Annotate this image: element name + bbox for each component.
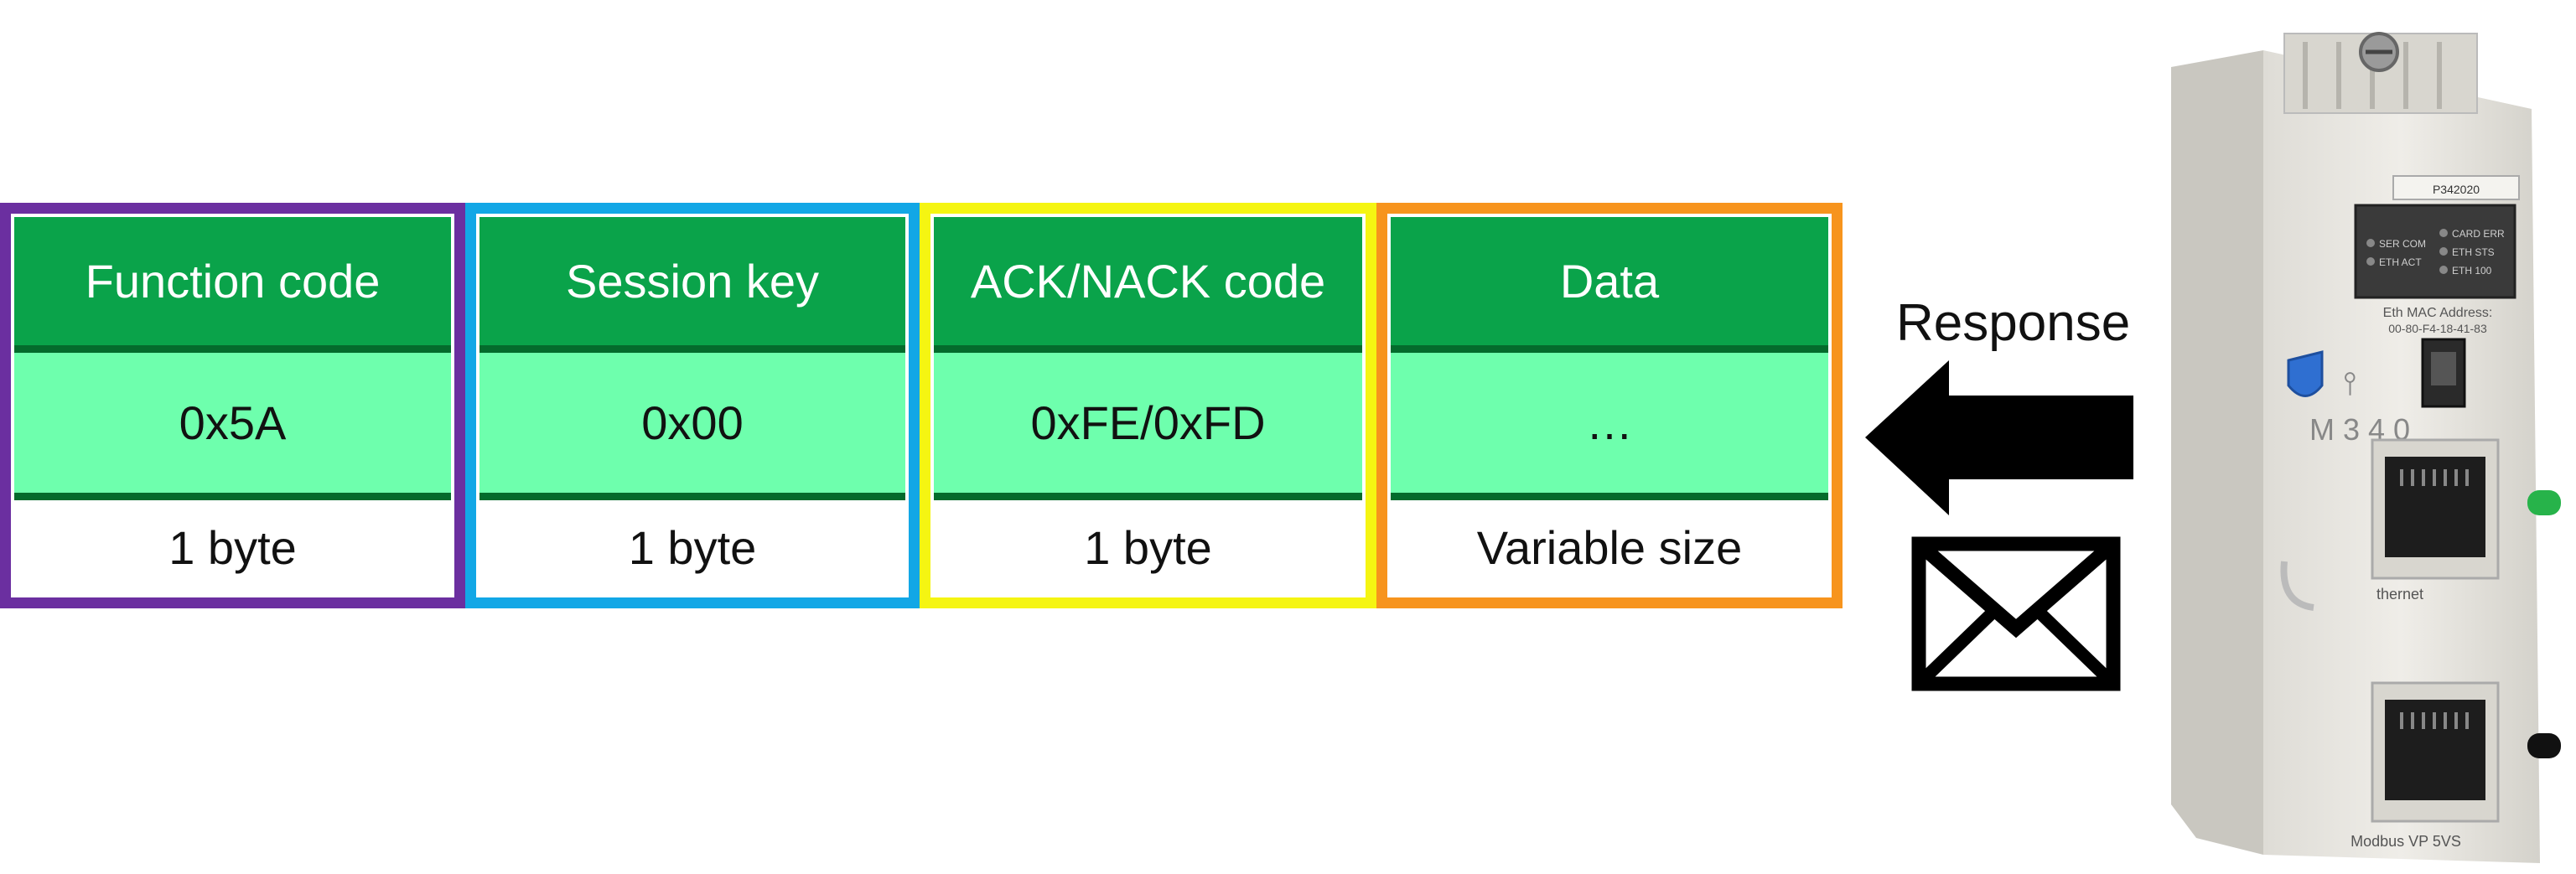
ethernet-label: thernet [2376, 586, 2423, 602]
field-value: … [1391, 353, 1828, 500]
led-eth-100-label: ETH 100 [2452, 265, 2492, 277]
field-size: 1 byte [479, 500, 905, 594]
field-size: Variable size [1391, 500, 1828, 594]
left-arrow-icon [1865, 360, 2133, 515]
led-eth-sts-label: ETH STS [2452, 246, 2495, 258]
model-number: P342020 [2433, 183, 2480, 196]
envelope-icon [1911, 536, 2121, 691]
field-header: ACK/NACK code [934, 217, 1362, 353]
field-size: 1 byte [934, 500, 1362, 594]
ack-nack-code-field: ACK/NACK code 0xFE/0xFD 1 byte [920, 203, 1376, 608]
field-value: 0xFE/0xFD [934, 353, 1362, 500]
field-header: Function code [14, 217, 451, 353]
mac-value: 00-80-F4-18-41-83 [2388, 322, 2487, 335]
response-label: Response [1896, 294, 2131, 352]
session-key-field: Session key 0x00 1 byte [465, 203, 920, 608]
plc-module: P342020 SER COM ETH ACT CARD ERR ETH STS… [2171, 32, 2561, 863]
led-eth-act-label: ETH ACT [2379, 256, 2422, 268]
field-value: 0x00 [479, 353, 905, 500]
function-code-field: Function code 0x5A 1 byte [0, 203, 465, 608]
field-size: 1 byte [14, 500, 451, 594]
device-bottom-label: Modbus VP 5VS [2351, 833, 2461, 850]
field-value: 0x5A [14, 353, 451, 500]
data-field: Data … Variable size [1376, 203, 1843, 608]
field-header: Session key [479, 217, 905, 353]
svg-text:⫯: ⫯ [2343, 365, 2357, 401]
mac-label: Eth MAC Address: [2383, 306, 2493, 320]
led-ser-com-label: SER COM [2379, 238, 2426, 250]
led-card-err-label: CARD ERR [2452, 228, 2505, 240]
field-header: Data [1391, 217, 1828, 353]
